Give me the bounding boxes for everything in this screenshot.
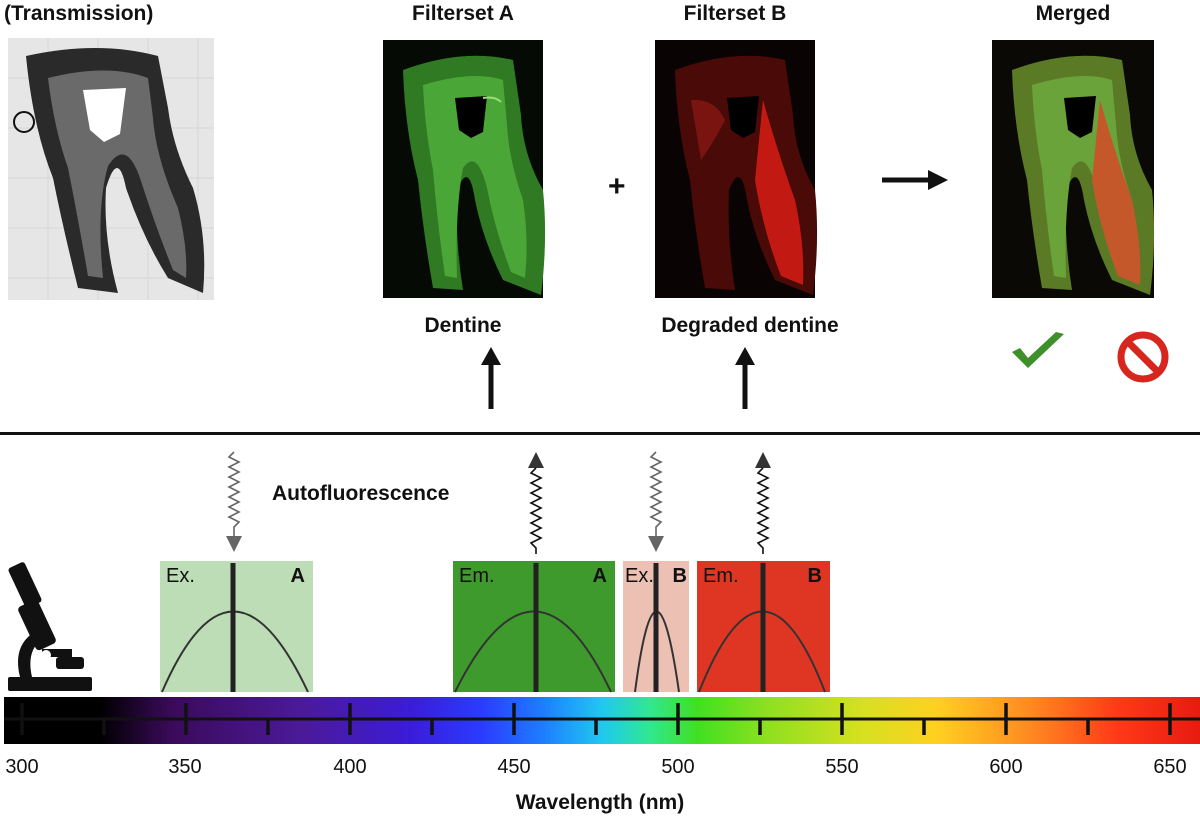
excitation-b-wave [648, 451, 664, 552]
filter-em-a-set: A [592, 565, 607, 587]
filter-ex-a-curve [161, 563, 309, 693]
section-divider [0, 432, 1200, 435]
filter-em-a: Em. A [453, 561, 615, 693]
wavelength-axis-label: Wavelength (nm) [515, 791, 685, 814]
up-arrow-a [481, 347, 501, 409]
emission-b-wave [755, 452, 771, 554]
merged-image [992, 40, 1155, 298]
plus-sign: + [608, 170, 626, 203]
merge-arrow [882, 170, 948, 190]
dentine-caption: Dentine [424, 314, 502, 337]
filter-ex-a-kind: Ex. [166, 565, 195, 587]
tick-label-650: 650 [1153, 756, 1187, 778]
tick-label-400: 400 [333, 756, 367, 778]
filter-em-a-curve [454, 563, 612, 693]
transmission-title: (Transmission) [4, 2, 154, 25]
filter-em-b: Em. B [697, 561, 830, 693]
autofluorescence-label: Autofluorescence [272, 482, 450, 505]
filterset-a-image [383, 40, 546, 298]
filter-em-b-kind: Em. [703, 565, 739, 587]
filter-em-b-set: B [807, 565, 822, 587]
transmission-image [8, 38, 214, 300]
filterset-b-image [655, 40, 818, 298]
microscope-icon [8, 562, 92, 691]
up-arrow-b [735, 347, 755, 409]
prohibited-icon [1117, 331, 1169, 383]
tick-label-550: 550 [825, 756, 859, 778]
degraded-dentine-caption: Degraded dentine [661, 314, 839, 337]
filterset-b-title: Filterset B [683, 2, 787, 25]
tick-label-450: 450 [497, 756, 531, 778]
checkmark-icon [1012, 332, 1064, 368]
filter-ex-a-set: A [290, 565, 305, 587]
filter-ex-b: Ex. B [623, 561, 689, 693]
tick-label-500: 500 [661, 756, 695, 778]
spectrum-axis [4, 703, 1200, 735]
filterset-a-title: Filterset A [412, 2, 514, 25]
filter-ex-b-kind: Ex. [625, 565, 654, 587]
tick-label-300: 300 [5, 756, 39, 778]
filter-ex-a: Ex. A [160, 561, 313, 693]
emission-a-wave [528, 452, 544, 554]
filter-ex-b-set: B [672, 565, 687, 587]
tick-label-600: 600 [989, 756, 1023, 778]
filter-ex-b-curve [634, 563, 680, 693]
filter-em-b-curve [698, 563, 826, 693]
merged-title: Merged [1035, 2, 1111, 25]
excitation-a-wave [226, 451, 242, 552]
filter-em-a-kind: Em. [459, 565, 495, 587]
tick-label-350: 350 [168, 756, 202, 778]
